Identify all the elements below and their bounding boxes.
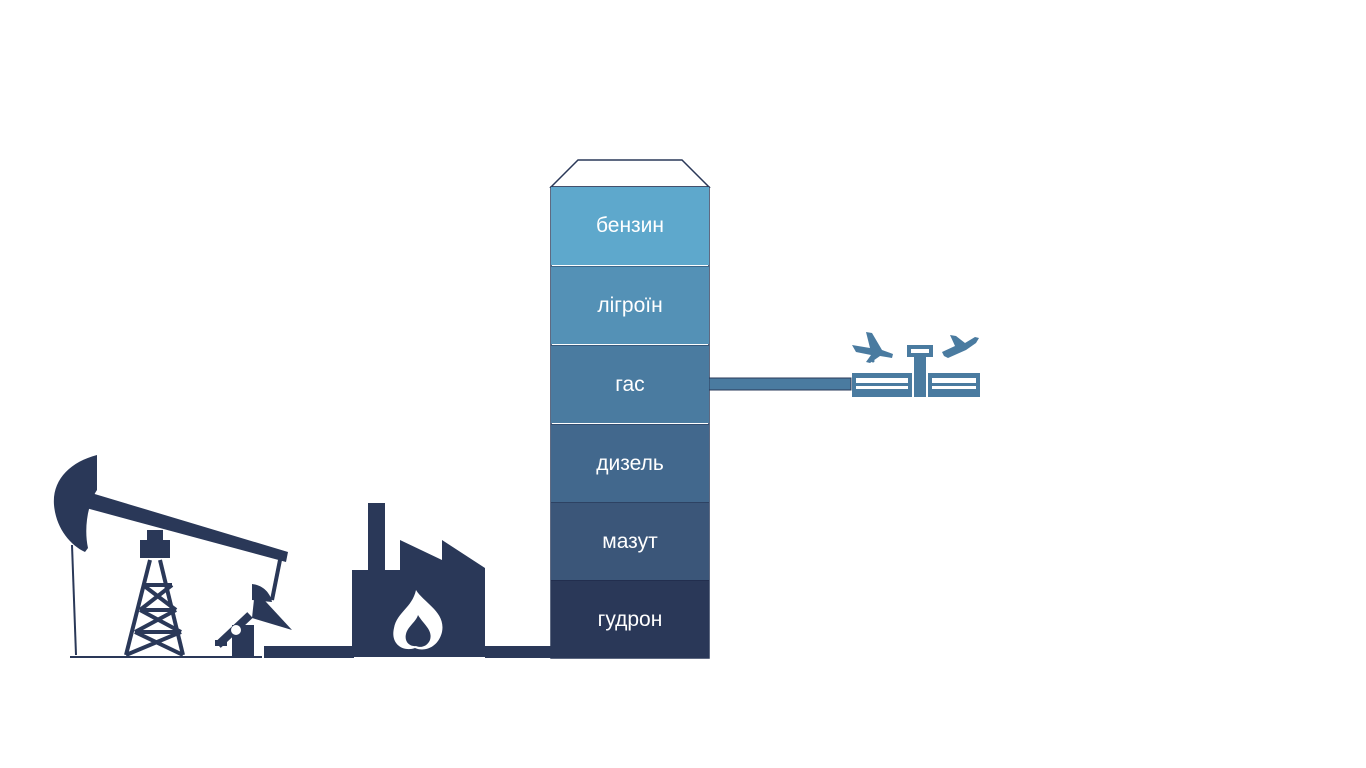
layer-label: дизель — [596, 451, 664, 475]
airport-icon — [852, 373, 980, 397]
control-tower-icon — [907, 345, 933, 397]
layer-ligroin: лігроїн — [551, 266, 709, 344]
layer-label: лігроїн — [597, 293, 663, 317]
layer-gudron: гудрон — [551, 580, 709, 658]
pipe-factory-to-column — [485, 646, 553, 658]
layer-dizel: дизель — [551, 424, 709, 502]
layer-label: гудрон — [597, 607, 663, 631]
layer-label: мазут — [602, 529, 658, 553]
column-cap — [549, 159, 711, 188]
pipe-pump-to-factory — [264, 646, 354, 658]
layer-mazut: мазут — [551, 502, 709, 580]
airplane-takeoff-icon — [942, 335, 979, 358]
oil-pump-icon — [53, 455, 292, 657]
factory-icon — [352, 503, 485, 657]
layer-gas: гас — [551, 345, 709, 423]
layer-benzin: бензин — [551, 187, 709, 265]
pipe-to-airport — [708, 377, 852, 391]
layer-label: гас — [615, 372, 645, 396]
layer-label: бензин — [595, 214, 665, 237]
flame-icon — [393, 590, 443, 650]
airplane-landing-icon — [852, 332, 893, 363]
